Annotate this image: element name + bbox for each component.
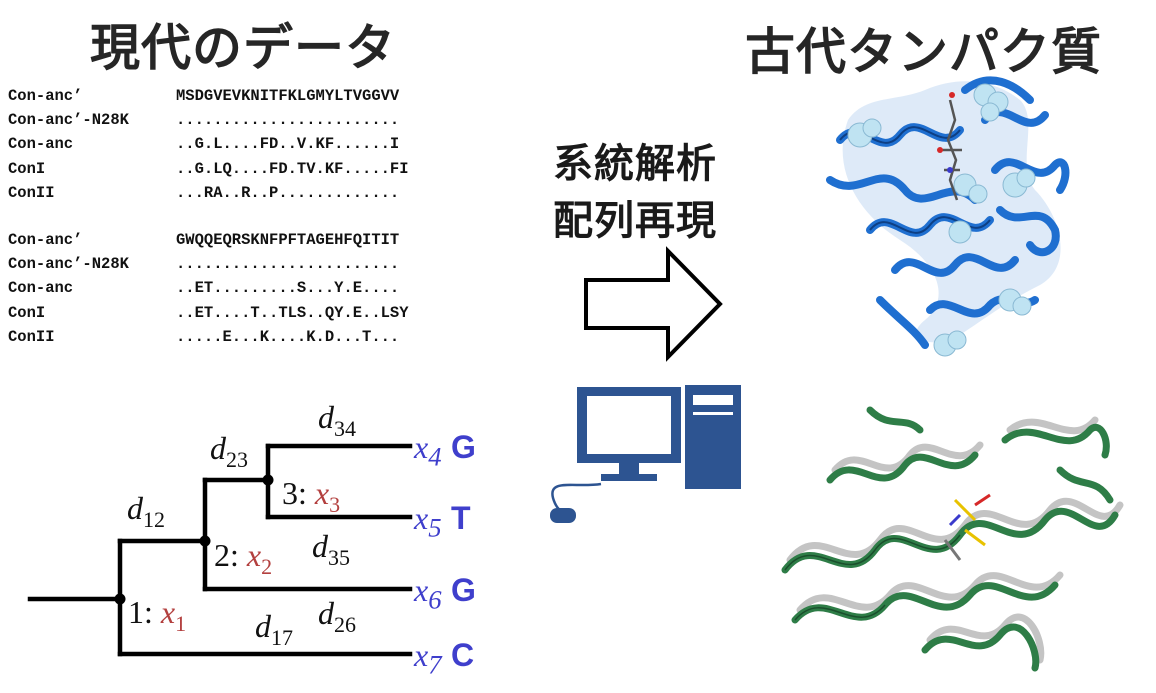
leaf-base-x6: G (451, 572, 476, 608)
node-label-3: 3: x3 (282, 475, 341, 517)
branch-label-d34: d34 (318, 399, 356, 441)
heading-ancient-protein: 古代タンパク質 (745, 23, 1102, 81)
sequence-name: ConI (8, 303, 46, 322)
leaf-label-x7: x7 (414, 637, 442, 680)
sequence-name: Con-anc’-N28K (8, 255, 129, 274)
sequence-residues: ..G.LQ....FD.TV.KF.....FI (176, 159, 409, 178)
sequence-residues: ..G.L....FD..V.KF......I (176, 135, 400, 154)
method-sequence-reconstruction: 配列再現 (553, 198, 717, 244)
sequence-residues: ........................ (176, 255, 400, 274)
leaf-base-x4: G (451, 429, 476, 465)
leaf-label-x5: x5 (414, 500, 442, 543)
sequence-residues: ..ET....T..TLS..QY.E..LSY (176, 303, 409, 322)
protein-structure-blue (826, 76, 1070, 357)
computer-icon (550, 385, 741, 523)
sequence-residues: ...RA..R..P............. (176, 183, 400, 202)
leaf-label-x4: x4 (414, 429, 442, 472)
branch-label-d17: d17 (255, 608, 293, 650)
branch-label-d23: d23 (210, 430, 248, 472)
sequence-residues: .....E...K....K.D...T... (176, 327, 400, 346)
right-arrow-icon (584, 246, 723, 362)
protein-structure-green-grey (781, 406, 1124, 672)
sequence-residues: ..ET.........S...Y.E.... (176, 279, 400, 298)
method-phylogenetic-analysis: 系統解析 (553, 141, 717, 187)
tree-node-1-dot (114, 593, 126, 605)
sequence-residues: MSDGVEVKNITFKLGMYLTVGGVV (176, 87, 400, 105)
branch-label-d26: d26 (318, 595, 356, 637)
sequence-name: Con-anc’ (8, 87, 83, 105)
sequence-name: Con-anc’-N28K (8, 111, 129, 130)
leaf-base-x7: C (451, 637, 475, 673)
sequence-name: Con-anc (8, 135, 74, 154)
tree-node-3-dot (262, 474, 274, 486)
sequence-residues: GWQQEQRSKNFPFTAGEHFQITIT (176, 231, 400, 249)
node-label-1: 1: x1 (128, 594, 187, 636)
heading-modern-data: 現代のデータ (90, 19, 396, 77)
sequence-residues: ........................ (176, 111, 400, 130)
sequence-name: Con-anc (8, 279, 74, 298)
branch-label-d35: d35 (312, 528, 350, 570)
tree-node-2-dot (199, 535, 211, 547)
leaf-label-x6: x6 (414, 572, 442, 615)
sequence-name: ConII (8, 327, 55, 346)
branch-label-d12: d12 (127, 490, 165, 532)
sequence-name: ConI (8, 159, 46, 178)
leaf-base-x5: T (451, 500, 471, 536)
node-label-2: 2: x2 (214, 537, 273, 579)
sequence-name: ConII (8, 183, 55, 202)
sequence-name: Con-anc’ (8, 231, 83, 249)
